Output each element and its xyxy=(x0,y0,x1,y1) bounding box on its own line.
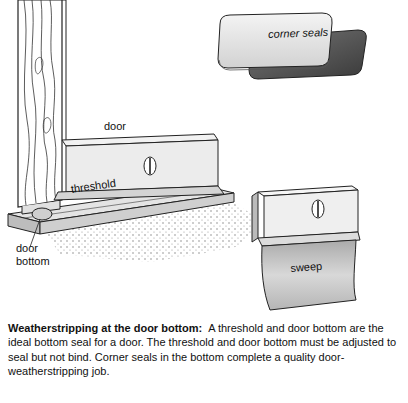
part-label: door xyxy=(104,120,144,133)
caption-heading: Weatherstripping at the door bottom: xyxy=(8,322,208,334)
part-label: corner seals xyxy=(268,26,338,41)
part-label: door bottom xyxy=(16,242,56,268)
corner-seals-illustration xyxy=(218,13,366,79)
door-bottom-strip xyxy=(54,134,224,200)
figure-caption: Weatherstripping at the door bottom:A th… xyxy=(8,321,406,379)
door-bottom-insert xyxy=(22,201,60,247)
sweep-illustration xyxy=(252,186,360,310)
door-slab xyxy=(18,0,66,207)
